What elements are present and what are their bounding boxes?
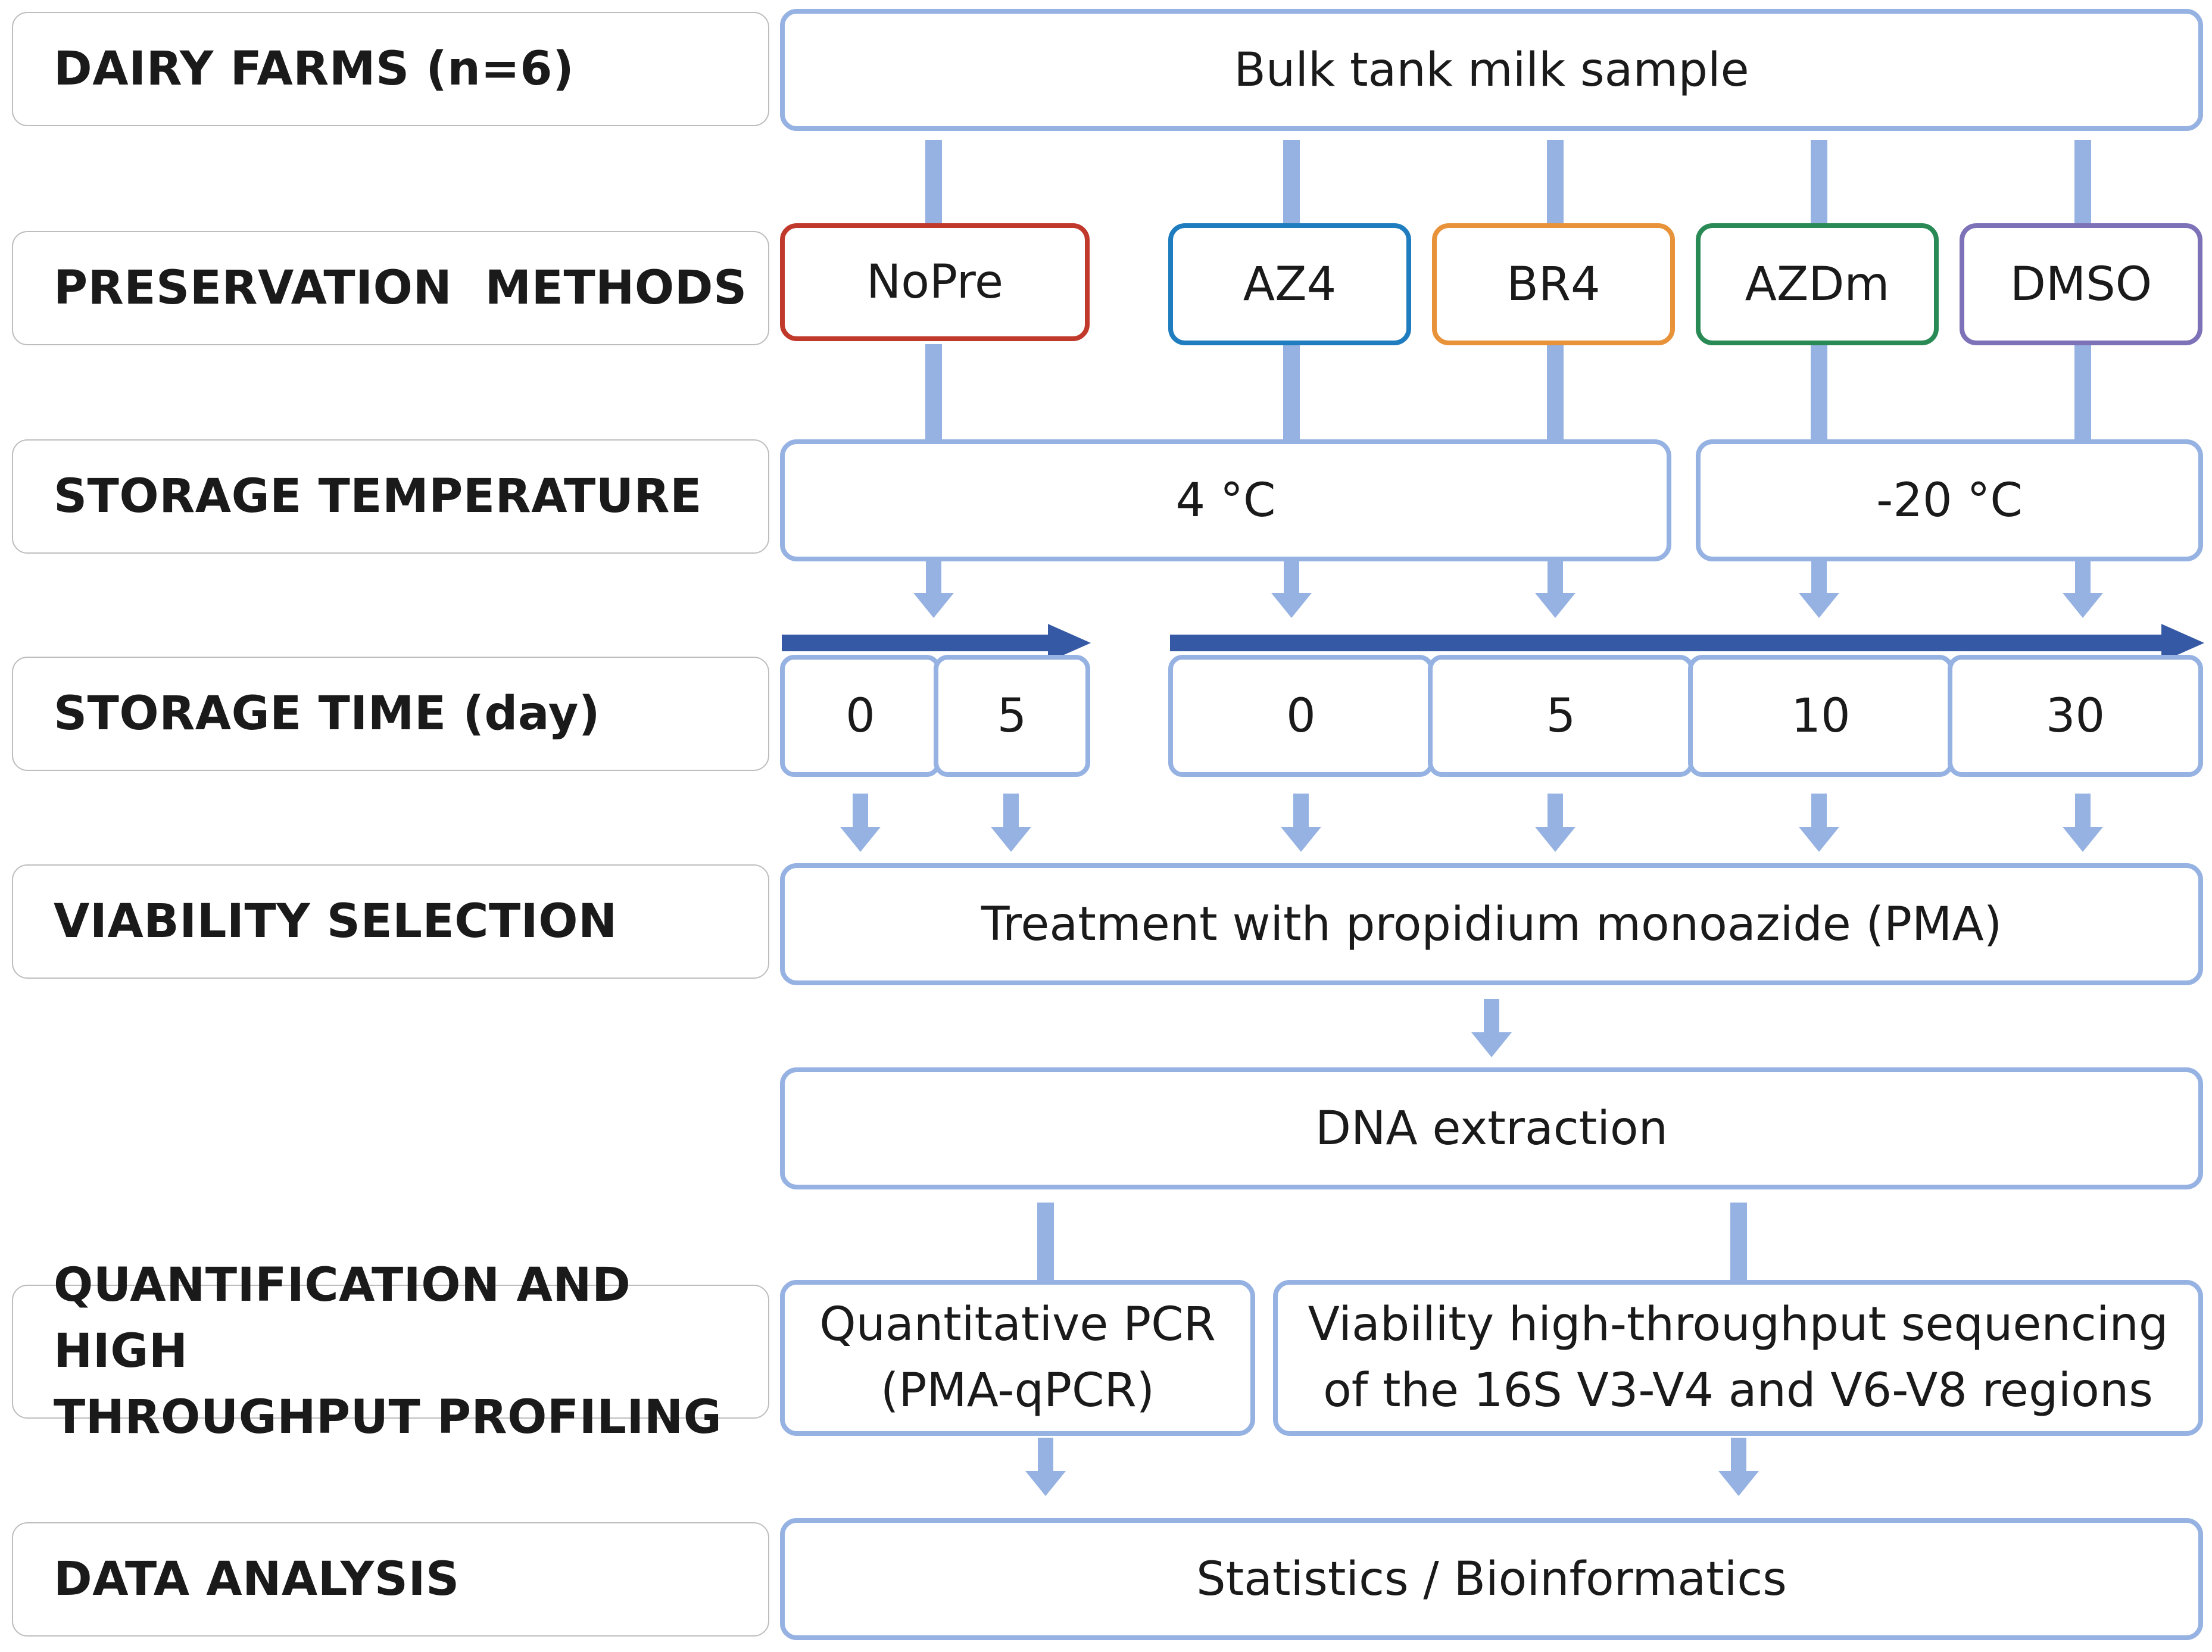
statistics-bioinformatics-box: Statistics / Bioinformatics xyxy=(780,1518,2203,1640)
method-az4-box: AZ4 xyxy=(1168,223,1411,345)
sequencing-line-1: Viability high-throughput sequencing xyxy=(1308,1298,2169,1352)
row-label-preservation-methods: PRESERVATION METHODS xyxy=(12,231,769,345)
method-br4-box: BR4 xyxy=(1432,223,1675,345)
temperature-4c-box: 4 °C xyxy=(780,439,1671,561)
bulk-tank-sample-box: Bulk tank milk sample xyxy=(780,9,2203,131)
method-dmso-box: DMSO xyxy=(1960,223,2202,345)
row-label-viability-selection: VIABILITY SELECTION xyxy=(12,864,769,979)
row-label-data-analysis: DATA ANALYSIS xyxy=(12,1522,769,1637)
row-label-storage-time: STORAGE TIME (day) xyxy=(12,657,769,771)
time-nopre-day-0: 0 xyxy=(780,655,941,777)
method-nopre-box: NoPre xyxy=(780,223,1090,341)
time-nopre-day-5: 5 xyxy=(934,655,1090,777)
row-label-quantification-line-1: QUANTIFICATION AND HIGH xyxy=(54,1258,631,1379)
method-azdm-box: AZDm xyxy=(1696,223,1939,345)
sequencing-box: Viability high-throughput sequencing of … xyxy=(1273,1280,2203,1436)
temperature-minus20c-box: -20 °C xyxy=(1696,439,2203,561)
pma-treatment-box: Treatment with propidium monoazide (PMA) xyxy=(780,863,2203,985)
qpcr-line-2: (PMA-qPCR) xyxy=(880,1364,1155,1417)
row-label-storage-temperature: STORAGE TEMPERATURE xyxy=(12,439,769,554)
qpcr-line-1: Quantitative PCR xyxy=(819,1298,1216,1352)
sequencing-line-2: of the 16S V3-V4 and V6-V8 regions xyxy=(1323,1364,2153,1417)
timeline-arrows xyxy=(782,624,2204,662)
time-day-5: 5 xyxy=(1428,655,1694,777)
dna-extraction-box: DNA extraction xyxy=(780,1067,2203,1189)
time-day-30: 30 xyxy=(1948,655,2203,777)
time-day-0: 0 xyxy=(1168,655,1434,777)
qpcr-box: Quantitative PCR (PMA-qPCR) xyxy=(780,1280,1255,1436)
time-day-10: 10 xyxy=(1688,655,1954,777)
row-label-quantification: QUANTIFICATION AND HIGH THROUGHPUT PROFI… xyxy=(12,1258,769,1444)
row-label-quantification-line-2: THROUGHPUT PROFILING xyxy=(54,1390,722,1444)
row-label-dairy-farms: DAIRY FARMS (n=6) xyxy=(12,12,769,126)
